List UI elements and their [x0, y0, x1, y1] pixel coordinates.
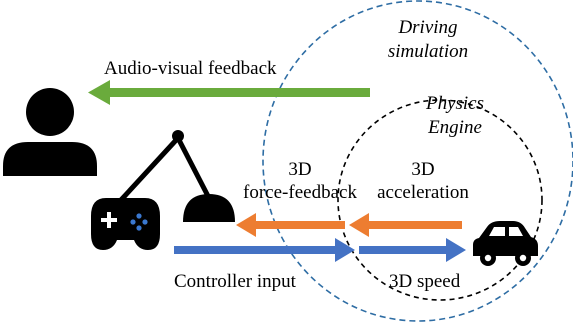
audio-visual-feedback-label: Audio-visual feedback — [104, 58, 277, 79]
force-feedback-label-line1: 3D — [288, 159, 311, 180]
user-icon — [3, 88, 97, 176]
physics-engine-boundary — [337, 99, 543, 301]
force-feedback-arrow — [236, 213, 345, 237]
haptic-arm-icon — [118, 130, 235, 222]
acceleration-arrow — [349, 213, 462, 237]
gamepad-icon — [91, 198, 160, 250]
physics-engine-label-line1: Physics — [425, 93, 484, 114]
driving-simulation-label-line2: simulation — [388, 41, 468, 62]
acceleration-label-line1: 3D — [411, 159, 434, 180]
speed-label: 3D speed — [389, 271, 461, 292]
speed-arrow — [359, 238, 466, 262]
car-icon — [473, 221, 538, 266]
audio-visual-feedback-arrow — [88, 80, 370, 105]
driving-simulation-boundary — [262, 0, 573, 322]
physics-engine-label-line2: Engine — [427, 117, 482, 138]
force-feedback-label-line2: force-feedback — [243, 182, 357, 203]
controller-input-label: Controller input — [174, 271, 297, 292]
acceleration-label-line2: acceleration — [377, 182, 469, 203]
driving-simulation-label-line1: Driving — [397, 17, 457, 38]
controller-input-arrow — [174, 238, 355, 262]
